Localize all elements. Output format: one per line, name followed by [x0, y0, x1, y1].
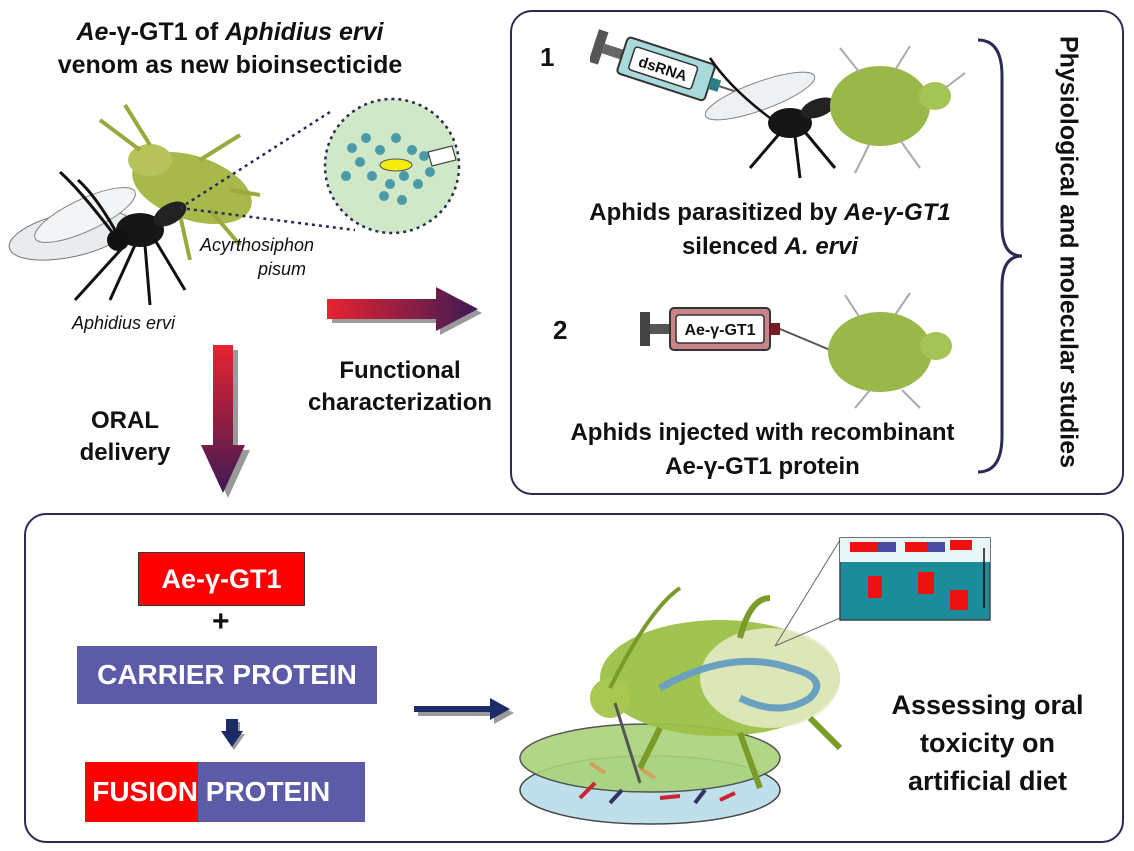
- side-label-container: Physiological and molecular studies: [1050, 14, 1086, 490]
- item-1-number: 1: [540, 42, 555, 72]
- item-1-caption: Aphids parasitized by Ae-γ-GT1 silenced …: [520, 196, 1020, 264]
- diet-arrow: [414, 698, 514, 724]
- gene-box: Ae-γ-GT1: [138, 552, 305, 606]
- title-line2: venom as new bioinsecticide: [57, 51, 403, 79]
- result-line1: Assessing oral: [891, 690, 1084, 720]
- title-species: Aphidius ervi: [225, 18, 384, 46]
- item-2-number: 2: [553, 315, 568, 345]
- title-italic: Ae: [76, 18, 109, 46]
- curly-brace: [977, 38, 1023, 474]
- plus-sign: +: [212, 605, 230, 638]
- aphid-species-label: Acyrthosiphon pisum: [200, 233, 340, 281]
- protein-syringe-label: Ae-γ-GT1: [684, 322, 755, 339]
- item-1-caption-italic: Ae-γ-GT1: [844, 199, 951, 226]
- fusion-arrow-down: [221, 719, 245, 750]
- functional-label-line1: Functional: [339, 357, 461, 384]
- physiological-studies-panel: [510, 10, 1124, 495]
- aphid-label-line2: pisum: [258, 259, 307, 279]
- functional-arrow: [327, 287, 482, 335]
- fusion-blue-part: PROTEIN: [198, 762, 365, 822]
- protein-injection-illustration: Ae-γ-GT1: [640, 292, 952, 409]
- oral-label-line2: delivery: [79, 439, 171, 466]
- oral-delivery-label: ORAL delivery: [70, 405, 180, 469]
- venom-magnified-view: [179, 97, 461, 235]
- diagram-title: Ae-γ-GT1 of Aphidius ervi venom as new b…: [20, 16, 440, 82]
- wasp-aphid-illustration: [8, 97, 461, 306]
- wasp-species-label: Aphidius ervi: [72, 313, 176, 333]
- aphid-artificial-diet-illustration: [519, 537, 991, 825]
- item-2-caption: Aphids injected with recombinant Ae-γ-GT…: [540, 416, 985, 484]
- result-line3: artificial diet: [907, 766, 1068, 796]
- item-2-caption-line2: Ae-γ-GT1 protein: [665, 453, 860, 480]
- title-rest: -γ-GT1 of: [108, 18, 226, 46]
- functional-label-line2: characterization: [307, 389, 493, 416]
- item-1-caption-a: Aphids parasitized by: [589, 199, 845, 226]
- side-label: Physiological and molecular studies: [1054, 35, 1083, 469]
- fusion-red-part: FUSION: [85, 762, 198, 822]
- oral-toxicity-panel: [24, 513, 1124, 843]
- oral-delivery-arrow: [201, 345, 250, 498]
- item-2-caption-line1: Aphids injected with recombinant: [570, 419, 955, 446]
- item-1-caption-b: silenced: [681, 233, 785, 260]
- aphid-label-line1: Acyrthosiphon: [200, 235, 315, 255]
- functional-label: Functional characterization: [300, 355, 500, 419]
- aphid-figure: [98, 103, 261, 261]
- item-1-caption-b-italic: A. ervi: [784, 233, 859, 260]
- oral-label-line1: ORAL: [91, 407, 159, 434]
- result-line2: toxicity on: [919, 728, 1055, 758]
- dsrna-injection-illustration: dsRNA: [590, 29, 966, 179]
- carrier-protein-box: CARRIER PROTEIN: [77, 646, 377, 704]
- fusion-protein-box: FUSION PROTEIN: [85, 762, 365, 822]
- wasp-figure: [8, 170, 187, 306]
- result-text: Assessing oral toxicity on artificial di…: [880, 686, 1095, 800]
